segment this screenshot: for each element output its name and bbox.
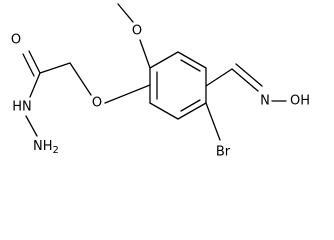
ring-double-bond [180,99,201,112]
ring-bond [177,102,207,120]
ether-linkage: O [69,62,151,111]
bond [117,3,134,23]
bond [39,62,71,74]
ring-double-bond [180,59,201,72]
chemical-structure-diagram: O O O HN NH2 Br N OH [11,3,310,160]
ether-oxygen-label: O [92,96,102,111]
bond [205,68,233,87]
bromine-label: Br [216,145,231,160]
hydrazide-group: O HN NH2 [11,33,71,156]
ring-bond [149,102,179,120]
bond [104,84,151,104]
imine-double-bond [235,63,263,87]
hydrazide-nh-label: HN [12,100,32,115]
bromo-group: Br [205,102,231,160]
carbonyl-double-bond [22,53,35,77]
benzene-ring [149,51,207,120]
methoxy-oxygen-label: O [132,24,142,39]
bond [205,102,221,141]
carbonyl-oxygen-label: O [11,33,21,48]
ring-bond [177,51,207,69]
oxime-group: N OH [205,63,310,109]
oxime-nitrogen-label: N [260,94,270,109]
bond [29,72,41,98]
bond [139,39,151,69]
methoxy-group: O [117,3,151,69]
bond [25,115,38,137]
hydrazide-nh2-label: NH2 [33,139,59,156]
carbonyl-double-bond [28,50,41,74]
ring-bond [149,51,179,69]
imine-double-bond [231,68,259,92]
oxime-hydroxyl-label: OH [290,94,310,109]
bond [69,62,92,96]
